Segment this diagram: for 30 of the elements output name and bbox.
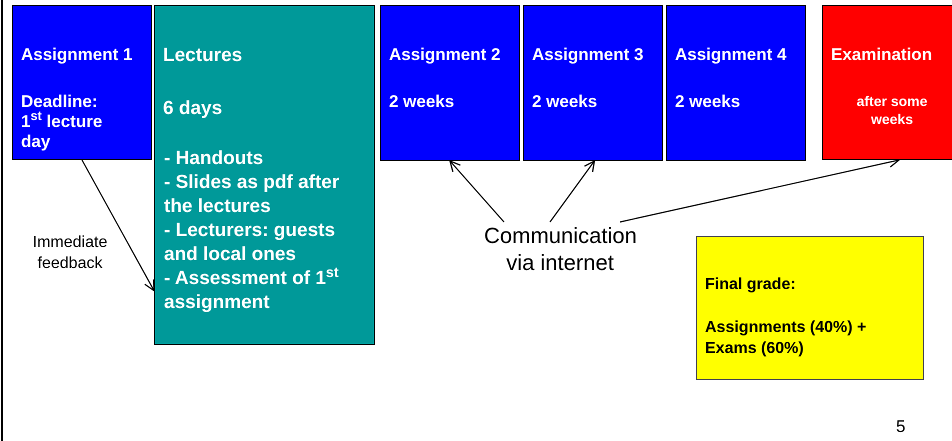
box-title: Assignment 1: [21, 44, 134, 66]
assignment-box: [12, 5, 152, 160]
arrow: [449, 160, 504, 222]
page-number: 5: [896, 416, 906, 438]
assignment-box: [380, 5, 520, 161]
assignment-box: [666, 5, 806, 161]
box-title: Examination: [830, 44, 934, 66]
assignment-box: [523, 5, 663, 161]
bullet-item: - Assessment of 1$^{st}$ assignment: [163, 267, 340, 315]
bullet-item: - Handouts: [163, 147, 264, 171]
grade-heading: Final grade:: [705, 275, 797, 295]
grade-formula: Assignments (40%) + Exams (60%): [705, 318, 868, 359]
box-title: Assignment 3: [532, 44, 644, 66]
lectures-box: [154, 5, 375, 345]
duration-text: 2 weeks: [389, 92, 456, 112]
grade-box: [696, 236, 924, 380]
bullet-item: - Lecturers: guests and local ones: [163, 219, 336, 267]
duration-text: 2 weeks: [675, 92, 742, 112]
duration-text: 6 days: [163, 96, 224, 120]
duration-text: Deadline: 1$^{st}$ lecture day: [21, 92, 104, 152]
communication-text: Communication via internet: [483, 222, 638, 276]
bullet-item: - Slides as pdf after the lectures: [163, 171, 340, 219]
box-title: Assignment 4: [675, 44, 788, 66]
box-title: Lectures: [163, 44, 244, 68]
examination-box: [822, 5, 952, 160]
arrow: [550, 160, 596, 222]
arrow: [81, 160, 155, 292]
duration-text: 2 weeks: [532, 92, 598, 112]
box-title: Assignment 2: [389, 44, 502, 66]
duration-text: after some weeks: [856, 92, 928, 128]
